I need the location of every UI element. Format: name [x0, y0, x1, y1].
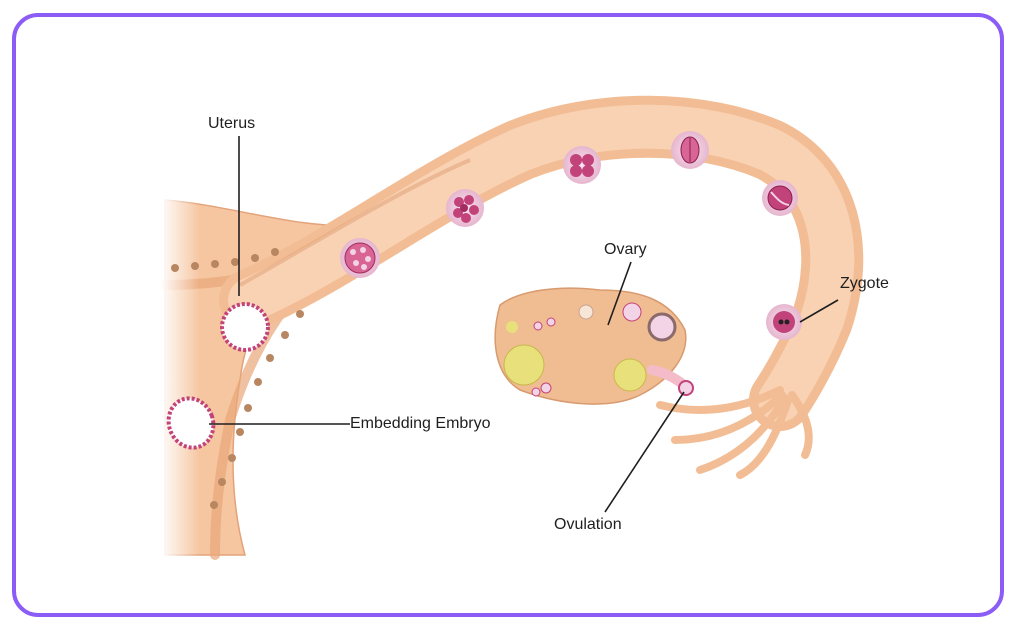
ovary-label: Ovary: [604, 241, 647, 258]
fimbriae: [656, 386, 813, 479]
embedding-embryo-cell: [166, 396, 216, 450]
blastocyst-stage: [220, 302, 270, 352]
four-cell-stage: [563, 146, 601, 184]
two-cell-stage: [762, 180, 798, 216]
morula-stage: [340, 238, 380, 278]
ovary-leader-line: [607, 261, 632, 326]
uterus-label: Uterus: [208, 115, 256, 132]
embedding-embryo-label: Embedding Embryo: [350, 415, 491, 432]
released-egg: [678, 380, 694, 396]
eight-cell-stage: [446, 189, 484, 227]
zygote-leader-line: [799, 299, 839, 323]
zygote-label: Zygote: [840, 275, 889, 292]
zygote-cell: [766, 304, 802, 340]
uterine-villi: [171, 248, 304, 509]
ovulation-leader-line: [604, 391, 685, 513]
ovulation-label: Ovulation: [554, 516, 622, 533]
cleavage-stage: [671, 131, 709, 169]
ovary-follicles: [503, 302, 677, 397]
